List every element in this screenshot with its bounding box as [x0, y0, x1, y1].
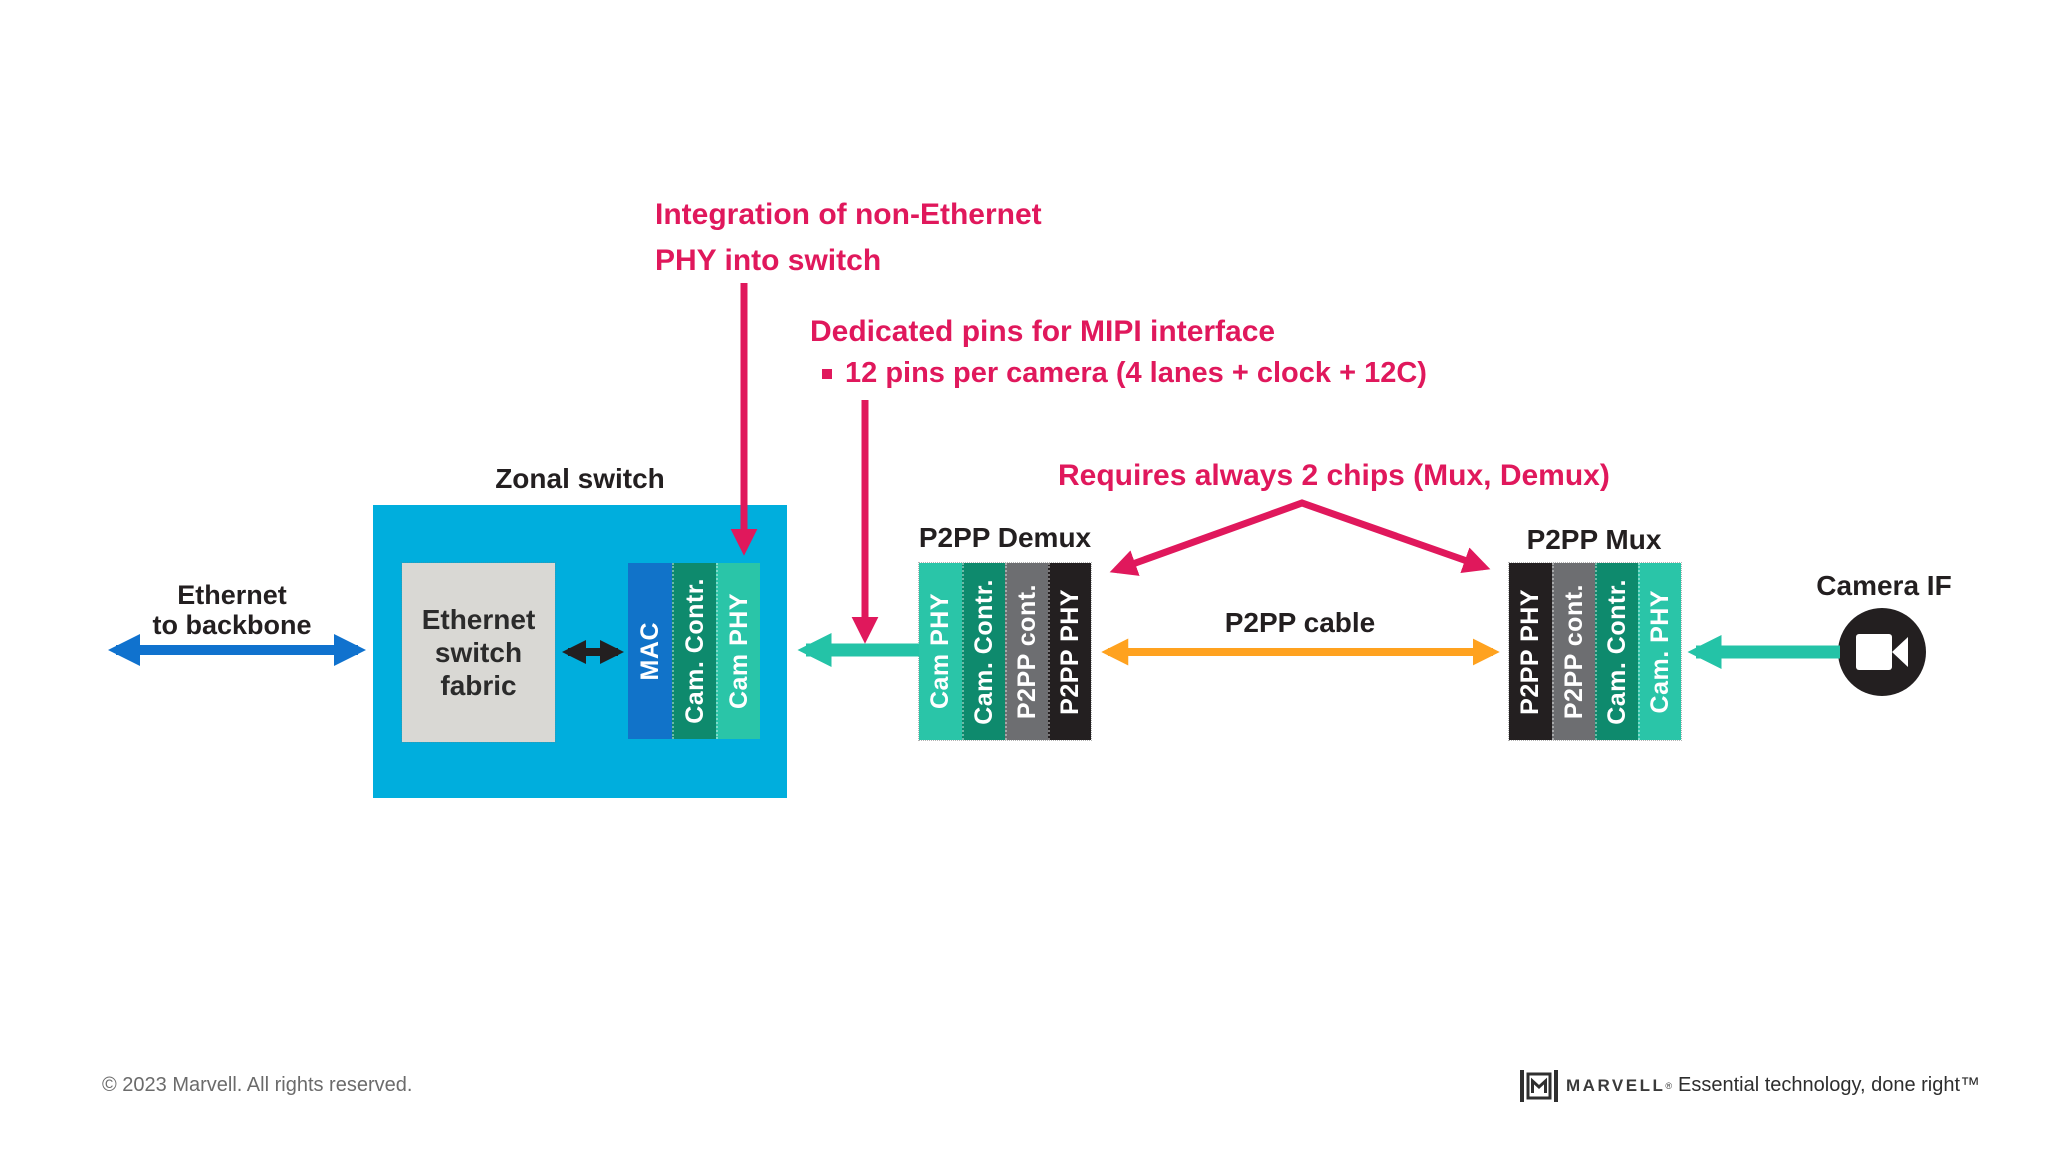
mux-p2pp-cont-label: P2PP cont.: [1560, 583, 1588, 720]
zonal-switch-title: Zonal switch: [495, 463, 665, 494]
mac-bar: MAC: [628, 563, 672, 739]
annotation-integration: Integration of non-Ethernet PHY into swi…: [655, 192, 1042, 284]
video-camera-icon: [1856, 634, 1908, 670]
mux-p2pp-phy-bar: P2PP PHY: [1509, 563, 1552, 740]
ethernet-backbone-label: Ethernet to backbone: [112, 580, 352, 640]
cam-contr-bar-label: Cam. Contr.: [680, 578, 709, 724]
tagline-text: Essential technology, done right™: [1678, 1074, 1981, 1096]
demux-cam-phy-label: Cam PHY: [926, 593, 954, 710]
p2pp-demux-title: P2PP Demux: [918, 522, 1092, 553]
p2pp-mux-title: P2PP Mux: [1526, 524, 1662, 555]
mux-p2pp-phy-label: P2PP PHY: [1516, 588, 1544, 715]
p2pp-cable-label: P2PP cable: [1224, 607, 1376, 638]
marvell-logo-trademark: ®: [1665, 1081, 1672, 1091]
annotation-dedicated-title: Dedicated pins for MIPI interface: [810, 315, 1276, 348]
demux-p2pp-phy-bar: P2PP PHY: [1048, 563, 1091, 740]
annotation-integration-line1: Integration of non-Ethernet: [655, 198, 1042, 231]
copyright-text: © 2023 Marvell. All rights reserved.: [102, 1074, 413, 1096]
requires-chips-pointer-arrows: [1109, 499, 1491, 576]
annotation-dedicated-bullet: 12 pins per camera (4 lanes + clock + 12…: [845, 357, 1427, 389]
p2pp-mux-block: P2PP PHY P2PP cont. Cam. Contr. Cam. PHY: [1508, 562, 1682, 741]
demux-p2pp-cont-bar: P2PP cont.: [1005, 563, 1048, 740]
ethernet-switch-fabric-block: Ethernet switch fabric: [401, 562, 556, 743]
zonal-switch-phy-stack: MAC Cam. Contr. Cam PHY: [628, 563, 760, 739]
cam-phy-bar-label: Cam PHY: [724, 592, 753, 710]
demux-p2pp-cont-label: P2PP cont.: [1013, 583, 1041, 720]
annotation-dedicated-pins: Dedicated pins for MIPI interface 12 pin…: [810, 312, 1427, 390]
cam-contr-bar: Cam. Contr.: [672, 563, 716, 739]
ethernet-backbone-label-line1: Ethernet: [177, 580, 287, 610]
demux-p2pp-phy-label: P2PP PHY: [1056, 588, 1084, 715]
demux-cam-contr-label: Cam. Contr.: [970, 578, 998, 725]
mac-bar-label: MAC: [635, 621, 664, 681]
bullet-square-icon: [822, 369, 832, 379]
annotation-integration-line2: PHY into switch: [655, 244, 882, 277]
marvell-logo: MARVELL ®: [1520, 1066, 1672, 1106]
ethernet-switch-fabric-label: Ethernet switch fabric: [421, 604, 536, 701]
p2pp-demux-block: Cam PHY Cam. Contr. P2PP cont. P2PP PHY: [918, 562, 1092, 741]
cam-phy-bar: Cam PHY: [716, 563, 760, 739]
demux-cam-contr-bar: Cam. Contr.: [962, 563, 1005, 740]
camera-if-node: [1838, 608, 1926, 696]
demux-cam-phy-bar: Cam PHY: [919, 563, 962, 740]
annotation-requires-chips: Requires always 2 chips (Mux, Demux): [1058, 459, 1610, 492]
mux-p2pp-cont-bar: P2PP cont.: [1552, 563, 1595, 740]
mux-cam-contr-bar: Cam. Contr.: [1595, 563, 1638, 740]
marvell-logo-icon: [1520, 1070, 1558, 1102]
mux-cam-contr-label: Cam. Contr.: [1603, 578, 1631, 725]
camera-if-label: Camera IF: [1816, 570, 1952, 601]
ethernet-backbone-label-line2: to backbone: [152, 610, 312, 640]
mux-cam-phy-label: Cam. PHY: [1646, 589, 1674, 714]
mux-cam-phy-bar: Cam. PHY: [1638, 563, 1681, 740]
marvell-logo-text: MARVELL: [1566, 1076, 1666, 1095]
